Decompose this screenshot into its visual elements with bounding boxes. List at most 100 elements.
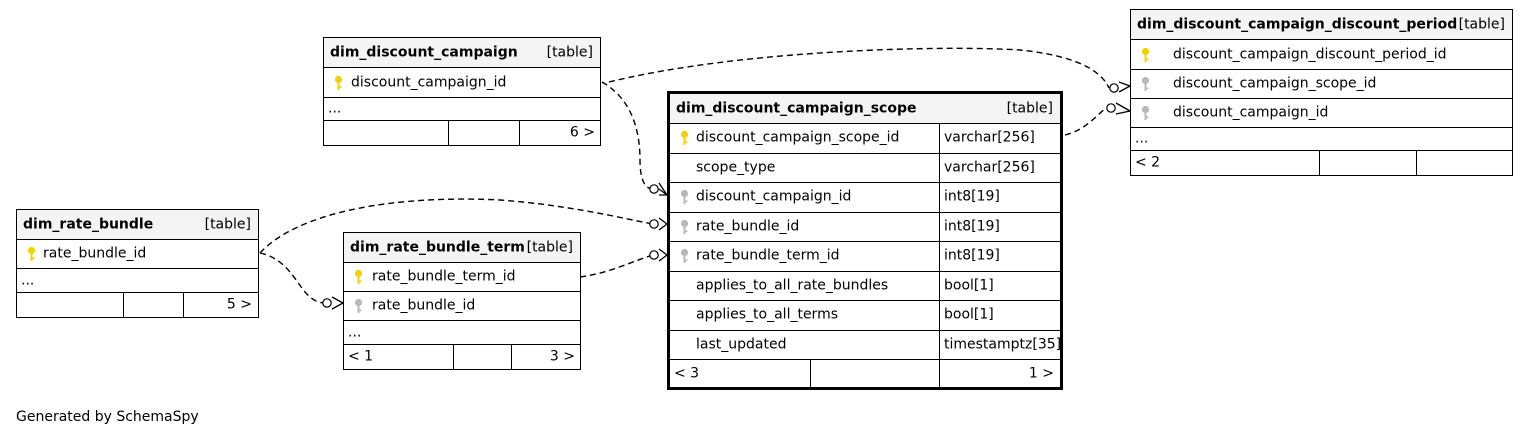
table-kind: [table]: [546, 44, 593, 61]
column-row: rate_bundle_id int8[19]: [670, 212, 1060, 242]
generated-by-footer: Generated by SchemaSpy: [16, 409, 199, 425]
column-name: rate_bundle_id: [372, 297, 476, 314]
column-row: rate_bundle_id: [344, 292, 580, 321]
column-name: scope_type: [696, 159, 776, 176]
ellipsis: ...: [1135, 130, 1149, 147]
column-name: applies_to_all_rate_bundles: [696, 277, 889, 294]
foreign-key-icon: [680, 190, 689, 205]
column-row: discount_campaign_discount_period_id: [1131, 40, 1512, 70]
column-row: discount_campaign_id: [324, 68, 600, 98]
crowfoot-marker: [1115, 102, 1131, 115]
table-dim-discount-campaign[interactable]: dim_discount_campaign [table] discount_c…: [323, 37, 601, 146]
column-row: discount_campaign_id int8[19]: [670, 183, 1060, 213]
edge-end-circle: [1106, 103, 1116, 113]
crowfoot-marker: [1118, 81, 1131, 93]
column-type: bool[1]: [944, 277, 994, 294]
edge-end-circle: [322, 298, 332, 308]
edge-term-to-scope: [579, 254, 654, 278]
table-dim-discount-campaign-discount-period[interactable]: dim_discount_campaign_discount_period [t…: [1130, 9, 1513, 176]
column-name: discount_campaign_id: [1173, 104, 1329, 121]
table-footer: < 1 3 >: [344, 345, 580, 369]
ellipsis-row: ...: [1131, 128, 1512, 151]
children-count: 3 >: [549, 348, 575, 365]
ellipsis: ...: [348, 324, 362, 341]
table-footer: < 2: [1131, 151, 1512, 175]
table-kind: [table]: [526, 239, 573, 256]
ellipsis-row: ...: [344, 321, 580, 345]
column-name: discount_campaign_discount_period_id: [1173, 46, 1447, 63]
table-header: dim_discount_campaign [table]: [324, 38, 600, 68]
column-type: int8[19]: [944, 188, 1000, 205]
table-dim-discount-campaign-scope[interactable]: dim_discount_campaign_scope [table] disc…: [667, 91, 1063, 390]
table-footer: 5 >: [17, 293, 258, 317]
crowfoot-marker: [658, 217, 668, 231]
table-dim-rate-bundle-term[interactable]: dim_rate_bundle_term [table] rate_bundle…: [343, 232, 581, 370]
table-header: dim_discount_campaign_discount_period [t…: [1131, 10, 1512, 40]
table-footer: 6 >: [324, 121, 600, 145]
column-row: scope_type varchar[256]: [670, 153, 1060, 183]
column-name: rate_bundle_id: [696, 218, 800, 235]
foreign-key-icon: [354, 298, 363, 313]
parents-count: < 2: [1135, 154, 1161, 171]
table-name: dim_discount_campaign_discount_period: [1137, 16, 1458, 33]
column-row: discount_campaign_scope_id: [1131, 70, 1512, 99]
table-footer: < 3 1 >: [670, 360, 1060, 387]
column-row: applies_to_all_rate_bundles bool[1]: [670, 271, 1060, 301]
primary-key-icon: [1141, 47, 1150, 62]
edge-end-circle: [649, 184, 659, 194]
table-dim-rate-bundle[interactable]: dim_rate_bundle [table] rate_bundle_id .…: [16, 209, 259, 318]
column-type: bool[1]: [944, 306, 994, 323]
primary-key-icon: [680, 131, 689, 146]
table-name: dim_discount_campaign_scope: [676, 100, 917, 117]
edge-scope-to-period: [1064, 107, 1107, 136]
foreign-key-icon: [680, 219, 689, 234]
column-name: discount_campaign_scope_id: [1173, 75, 1377, 92]
parents-count: < 1: [348, 348, 374, 365]
column-name: rate_bundle_term_id: [696, 247, 840, 264]
column-name: rate_bundle_term_id: [372, 268, 516, 285]
ellipsis: ...: [21, 272, 35, 289]
children-count: 6 >: [569, 124, 595, 141]
column-row: rate_bundle_id: [17, 240, 258, 269]
crowfoot-marker: [658, 248, 668, 262]
ellipsis: ...: [328, 100, 342, 117]
table-kind: [table]: [1006, 100, 1053, 117]
column-name: discount_campaign_scope_id: [696, 129, 900, 146]
column-name: discount_campaign_id: [696, 188, 852, 205]
column-type: varchar[256]: [944, 129, 1035, 146]
column-type: varchar[256]: [944, 159, 1035, 176]
edge-end-circle: [649, 219, 659, 229]
column-name: last_updated: [696, 336, 787, 353]
column-row: discount_campaign_id: [1131, 99, 1512, 128]
table-kind: [table]: [1458, 16, 1505, 33]
column-row: rate_bundle_term_id: [344, 263, 580, 292]
column-row: last_updated timestamptz[35]: [670, 330, 1061, 360]
foreign-key-icon: [1141, 105, 1150, 120]
primary-key-icon: [354, 269, 363, 284]
column-name: applies_to_all_terms: [696, 306, 838, 323]
column-name: rate_bundle_id: [43, 245, 147, 262]
column-row: discount_campaign_scope_id varchar[256]: [670, 124, 1060, 154]
edge-bundle-to-term: [259, 252, 326, 304]
table-name: dim_discount_campaign: [330, 44, 518, 61]
children-count: 1 >: [1028, 365, 1054, 382]
foreign-key-icon: [1141, 76, 1150, 91]
table-name: dim_rate_bundle: [23, 216, 154, 233]
crowfoot-marker: [658, 182, 668, 196]
column-name: discount_campaign_id: [351, 74, 507, 91]
column-type: int8[19]: [944, 247, 1000, 264]
edge-bundle-to-scope: [259, 198, 654, 254]
primary-key-icon: [334, 75, 343, 90]
edge-campaign-to-scope: [601, 81, 654, 190]
column-row: applies_to_all_terms bool[1]: [670, 301, 1060, 331]
crowfoot-marker: [331, 296, 344, 310]
table-header: dim_rate_bundle [table]: [17, 210, 258, 240]
edge-end-circle: [649, 250, 659, 260]
edge-campaign-to-period: [608, 47, 1110, 89]
foreign-key-icon: [680, 249, 689, 264]
table-name: dim_rate_bundle_term: [350, 239, 525, 256]
parents-count: < 3: [674, 365, 700, 382]
column-type: int8[19]: [944, 218, 1000, 235]
table-header: dim_rate_bundle_term [table]: [344, 233, 580, 263]
